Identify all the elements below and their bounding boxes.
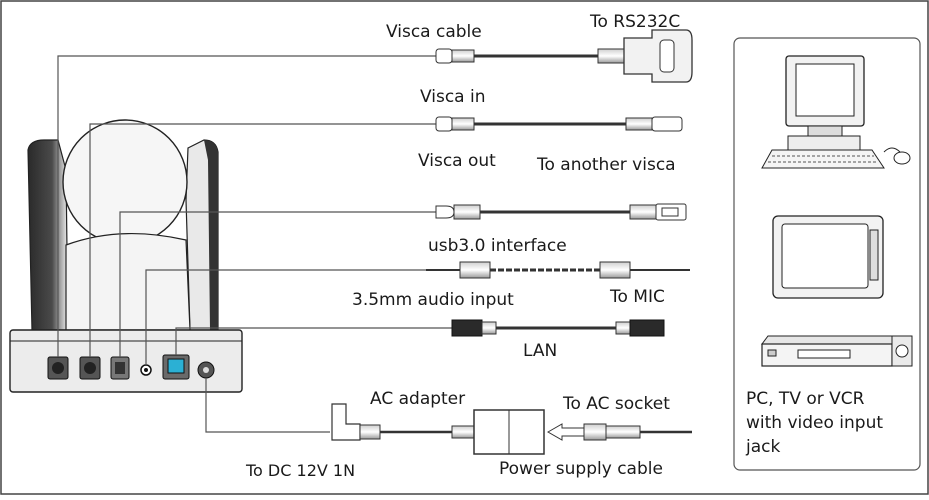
usb-cable: usb3.0 interface	[428, 203, 687, 256]
device-line1: PC, TV or VCR	[746, 389, 865, 409]
to-rs232c-label: To RS232C	[589, 12, 680, 32]
pc-case	[787, 135, 861, 151]
db9-face	[659, 39, 675, 73]
usb-label: usb3.0 interface	[428, 236, 567, 256]
pc-mouse-cord	[883, 147, 901, 153]
usb-a-plug-icon	[655, 203, 687, 221]
visca-cable-label: Visca cable	[386, 22, 482, 42]
device-panel: PC, TV or VCR with video input jack	[733, 37, 921, 471]
iec-plug-grip	[605, 425, 641, 439]
tv-screen	[781, 223, 869, 289]
adapter-cord-relief	[451, 425, 475, 439]
visca-cable: Visca cable To RS232C	[386, 12, 693, 83]
usb-a-tongue	[661, 207, 679, 217]
camera-arm-left	[27, 139, 69, 331]
power-supply: AC adapter To AC socket To DC 12V 1N Pow…	[245, 389, 692, 480]
lan-label: LAN	[523, 341, 557, 361]
wire-usb	[119, 211, 440, 357]
wire-dc	[205, 378, 330, 433]
tv-side-panel	[869, 229, 879, 281]
device-line3: jack	[745, 437, 780, 457]
db9-connector-icon	[623, 29, 693, 83]
lan-socket-icon	[167, 358, 185, 374]
camera-lens-housing	[62, 119, 188, 245]
vcr-knob-icon	[895, 344, 909, 358]
to-another-visca-label: To another visca	[536, 155, 676, 175]
rj45-left-boot	[481, 321, 497, 335]
visca-out-label: Visca out	[418, 151, 496, 171]
pc-screen	[795, 63, 855, 117]
dc-socket-icon	[203, 367, 209, 373]
rj45-plug-right-icon	[629, 319, 665, 337]
audio-jack-hole-icon	[144, 368, 148, 372]
ptz-camera	[9, 119, 243, 393]
usb-a-grip	[629, 204, 657, 220]
lan-cable: LAN	[451, 319, 665, 361]
camera-arm-right-shade	[204, 140, 218, 330]
usb-b-grip	[453, 204, 481, 220]
power-cable-label: Power supply cable	[499, 459, 663, 479]
vcr-top	[761, 335, 899, 345]
visca-db9-strain-relief	[597, 48, 625, 64]
rj45-right-boot	[615, 321, 631, 335]
visca-plug-left-grip	[451, 49, 475, 63]
visca-plug-left	[435, 48, 453, 64]
usb-b-plug	[435, 205, 455, 219]
to-ac-socket-label: To AC socket	[562, 394, 670, 414]
to-dc-label: To DC 12V 1N	[245, 461, 355, 480]
pc-icon	[761, 55, 911, 169]
dc-plug-icon	[331, 403, 361, 441]
iec-plug-icon	[583, 423, 607, 441]
vcr-tape-slot	[797, 349, 851, 359]
pc-stand	[807, 125, 843, 137]
device-line2: with video input	[746, 413, 883, 433]
visca-in-plug-grip	[451, 117, 475, 131]
camera-cradle	[65, 232, 191, 331]
audio-input-label: 3.5mm audio input	[352, 290, 514, 310]
wire-visca-cable	[57, 55, 440, 357]
camera-rear-panel	[47, 354, 215, 380]
ac-adapter-label: AC adapter	[370, 389, 465, 409]
pc-mouse	[893, 151, 911, 165]
visca-in-plug	[435, 116, 453, 132]
wire-lan	[175, 327, 452, 355]
rs232-in-socket-icon	[52, 362, 64, 374]
connect-arrow-icon	[546, 423, 585, 441]
wire-visca-in	[89, 123, 440, 357]
vcr-button	[767, 349, 777, 357]
visca-in-label: Visca in	[420, 87, 486, 107]
audio-plug-right-icon	[599, 261, 631, 279]
audio-cable: 3.5mm audio input To MIC	[352, 261, 690, 310]
wire-audio	[145, 269, 430, 365]
dc-plug-grip	[359, 424, 381, 440]
to-mic-label: To MIC	[609, 287, 665, 307]
visca-in-out-cable: Visca in Visca out To another visca	[418, 87, 683, 175]
pc-keyboard	[761, 149, 885, 169]
tv-icon	[772, 215, 884, 299]
wires	[57, 55, 452, 433]
rs232-out-socket-icon	[84, 362, 96, 374]
usb-socket-icon	[115, 362, 125, 374]
audio-plug-left-icon	[459, 261, 491, 279]
rj45-plug-left-icon	[451, 319, 483, 337]
vcr-icon	[761, 335, 913, 367]
visca-out-plug-grip	[625, 117, 653, 131]
visca-out-plug	[651, 116, 683, 132]
